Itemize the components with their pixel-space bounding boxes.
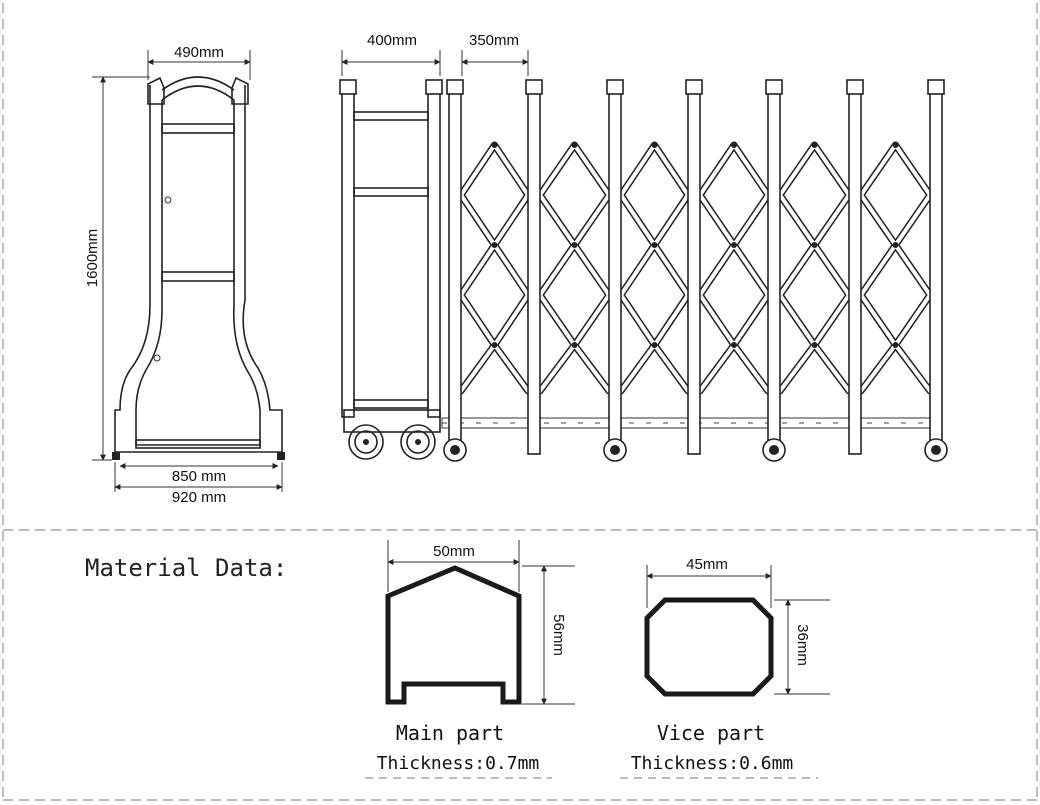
front-dimensions: 400mm 350mm xyxy=(341,32,529,76)
gate-post xyxy=(929,91,943,455)
lattice-bar-fill xyxy=(778,143,851,393)
post-cap xyxy=(685,79,703,95)
gate-side-view xyxy=(112,76,285,460)
post-cap xyxy=(446,79,464,95)
dim-outer-base: 920 mm xyxy=(172,489,226,506)
lattice-bar-fill xyxy=(459,143,530,393)
post-wheel-hub xyxy=(450,445,460,455)
post-wheel-hub xyxy=(769,445,779,455)
lattice-pivot xyxy=(571,242,578,248)
dim-vice-width: 45mm xyxy=(686,556,728,573)
lattice-bar-fill xyxy=(698,143,770,393)
gate-post xyxy=(608,91,622,455)
lattice-pivot xyxy=(731,142,737,148)
lattice-pivot xyxy=(571,342,578,348)
main-part-thickness: Thickness:0.7mm xyxy=(377,753,540,774)
main-part-label: Main part xyxy=(396,721,504,745)
lattice-pivot xyxy=(892,142,899,148)
lattice-pivot xyxy=(651,142,658,148)
dim-height: 1600mm xyxy=(84,229,101,287)
lattice-pivot xyxy=(811,142,818,148)
lattice-pivot xyxy=(491,142,498,148)
post-cap xyxy=(765,79,783,95)
lattice-bar-fill xyxy=(538,143,611,393)
gate-front-view xyxy=(339,79,948,462)
lattice-pivot xyxy=(731,342,737,348)
gate-posts xyxy=(443,79,948,462)
lattice-pivot xyxy=(892,242,899,248)
post-cap xyxy=(606,79,624,95)
head-wheel xyxy=(400,424,436,460)
main-part-profile: 50mm 56mm xyxy=(385,540,575,705)
dim-main-height: 56mm xyxy=(550,614,567,656)
lattice-pivot xyxy=(892,342,899,348)
lattice-pivot xyxy=(571,142,578,148)
dim-width-top: 490mm xyxy=(174,44,224,61)
scissor-lattice xyxy=(457,141,934,395)
lattice-pivot xyxy=(811,242,818,248)
dim-inner-base: 850 mm xyxy=(172,468,226,485)
vice-part-thickness: Thickness:0.6mm xyxy=(631,753,794,774)
gate-post xyxy=(767,91,781,455)
dim-vice-height: 36mm xyxy=(794,624,811,666)
lattice-pivot xyxy=(651,342,658,348)
head-wheel xyxy=(348,424,384,460)
side-dimensions: 490mm 1600mm 850 mm 920 mm xyxy=(84,44,283,506)
lattice-pivot xyxy=(651,242,658,248)
dim-head-section: 400mm xyxy=(367,32,417,49)
lattice-bar-fill xyxy=(859,143,932,393)
vice-part-label: Vice part xyxy=(657,721,765,745)
gate-post xyxy=(527,91,541,455)
gate-post xyxy=(687,91,701,455)
post-wheel-hub xyxy=(610,445,620,455)
material-heading: Material Data: xyxy=(85,554,287,582)
lattice-pivot xyxy=(811,342,818,348)
lattice-pivot xyxy=(731,242,737,248)
dim-pitch: 350mm xyxy=(469,32,519,49)
post-wheel-hub xyxy=(931,445,941,455)
gate-post xyxy=(448,91,462,455)
lattice-pivot xyxy=(491,342,498,348)
gate-post xyxy=(848,91,862,455)
page-frame xyxy=(2,3,1038,802)
vice-part-profile: 45mm 36mm xyxy=(644,556,830,697)
dim-main-width: 50mm xyxy=(433,543,475,560)
lattice-pivot xyxy=(491,242,498,248)
post-cap xyxy=(927,79,945,95)
lattice-bar-fill xyxy=(619,143,690,393)
post-cap xyxy=(846,79,864,95)
post-cap xyxy=(525,79,543,95)
